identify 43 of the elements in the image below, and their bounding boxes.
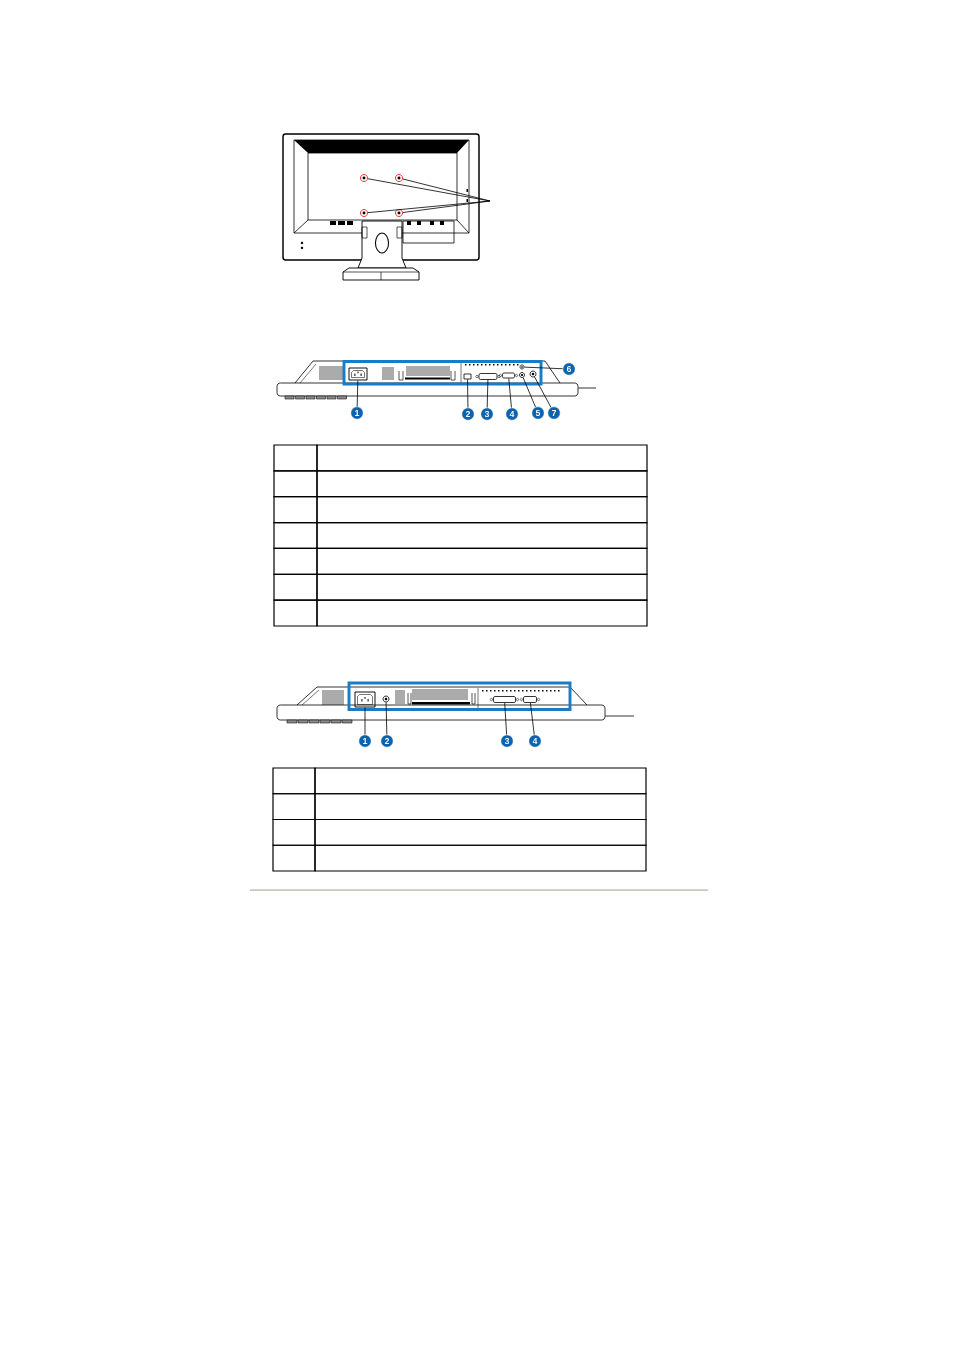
callout-number: 4 <box>528 734 542 748</box>
leader-line <box>402 200 491 213</box>
leader-line <box>367 200 491 214</box>
leader-line <box>604 715 635 717</box>
leader-line <box>504 702 507 735</box>
callout-number: 4 <box>505 407 519 421</box>
leader-line <box>356 380 359 407</box>
screw-hole <box>395 209 403 217</box>
leader-line <box>534 376 552 408</box>
screw-hole <box>360 209 368 217</box>
callout-number: 3 <box>500 734 514 748</box>
leader-line <box>402 178 491 202</box>
power-socket <box>354 691 376 708</box>
connector-port <box>475 373 501 380</box>
leader-line <box>577 387 597 389</box>
callout-number: 5 <box>531 406 545 420</box>
screw-hole <box>395 174 403 182</box>
connector-port <box>499 372 518 379</box>
round-jack <box>519 372 525 378</box>
round-jack <box>529 370 537 378</box>
connector-port <box>463 373 472 380</box>
callout-number: 2 <box>380 734 394 748</box>
leader-line <box>385 702 388 735</box>
power-socket <box>348 367 368 381</box>
callout-number: 1 <box>358 734 372 748</box>
leader-line <box>364 707 366 735</box>
callout-number: 3 <box>480 407 494 421</box>
callout-number: 7 <box>547 406 561 420</box>
connector-port <box>490 696 519 703</box>
connector-port <box>520 696 540 703</box>
leader-line <box>524 366 563 370</box>
leader-line <box>522 377 536 408</box>
monitor-rear-drawing <box>282 133 480 281</box>
leader-line <box>467 379 469 408</box>
leader-line <box>508 378 512 409</box>
round-jack <box>382 695 390 703</box>
monitor-side-drawing <box>276 686 606 724</box>
round-jack <box>519 364 525 370</box>
leader-line <box>486 379 489 408</box>
callout-number: 1 <box>350 406 364 420</box>
screw-hole <box>360 174 368 182</box>
leader-line <box>530 702 535 736</box>
callout-number: 2 <box>461 407 475 421</box>
